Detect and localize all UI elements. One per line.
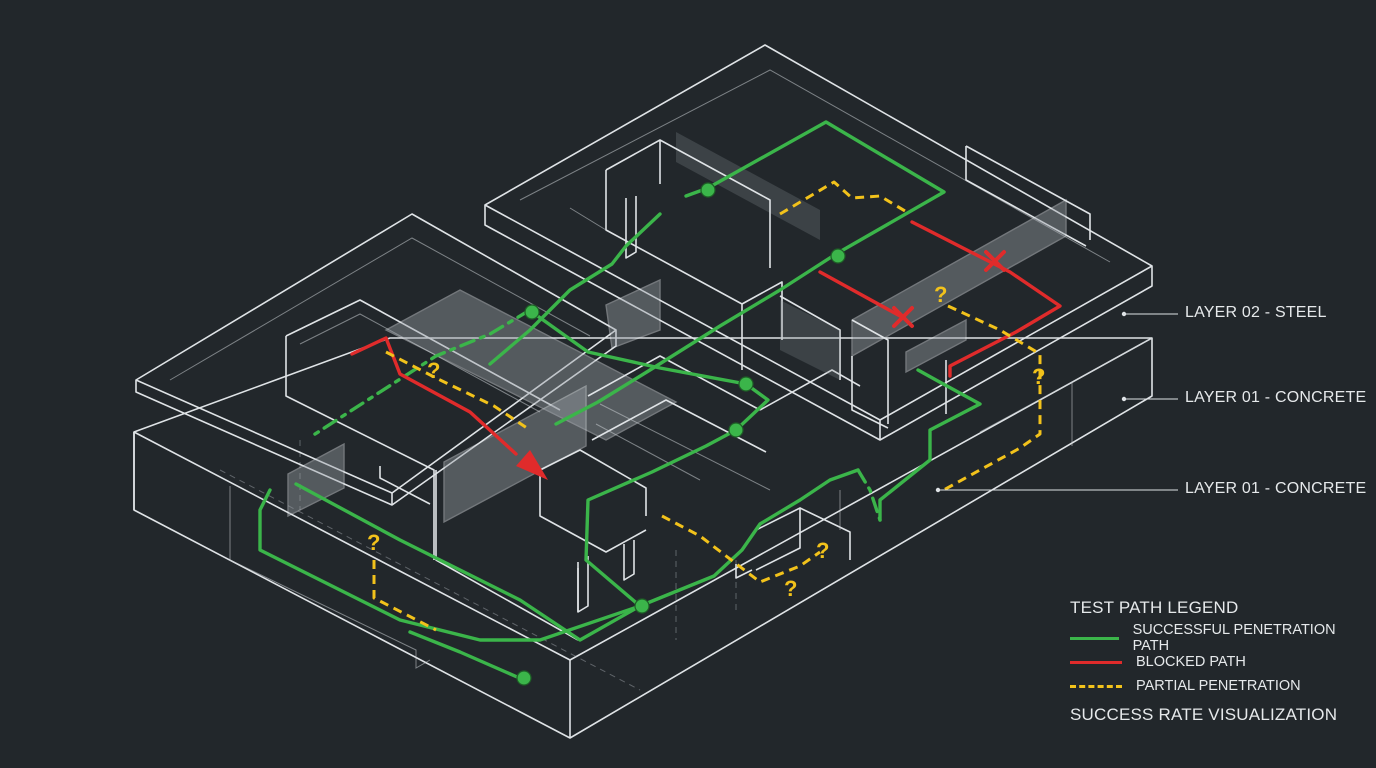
partial-path-right (939, 304, 1042, 494)
rooms (285, 132, 1073, 641)
question-mark-icon: ? (784, 576, 797, 601)
path-node (634, 598, 650, 614)
legend-footer: SUCCESS RATE VISUALIZATION (1070, 705, 1338, 724)
success-path-right-dash (856, 468, 882, 522)
layer-label-concrete-upper: LAYER 01 - CONCRETE (1185, 389, 1367, 406)
path-nodes (516, 182, 846, 686)
partial-path-top (779, 180, 911, 216)
success-path-left-dash (310, 308, 532, 438)
legend-item-blocked: BLOCKED PATH (1070, 650, 1360, 674)
question-mark-icon: ? (934, 282, 947, 307)
blocked-x-icon (892, 306, 914, 328)
upper-left-slab (135, 213, 617, 506)
partial-paths (372, 180, 1042, 632)
legend-item-label: PARTIAL PENETRATION (1136, 678, 1301, 694)
path-node (516, 670, 532, 686)
layer-label-concrete-lower: LAYER 01 - CONCRETE (1185, 480, 1367, 497)
success-path-drop (408, 630, 526, 682)
blocked-line-swatch (1070, 660, 1122, 664)
blocked-paths (350, 220, 1062, 480)
partial-path-lower (661, 514, 821, 584)
blocked-path-left (350, 336, 518, 456)
question-mark-icon: ? (367, 530, 380, 555)
question-mark-icon: ? (427, 358, 440, 383)
success-path-loop (530, 310, 770, 432)
blocked-markers (892, 250, 1006, 328)
question-mark-icon: ? (1032, 364, 1045, 389)
partial-line-swatch (1070, 684, 1122, 688)
layer-leaders (935, 311, 1178, 493)
layer-label-steel: LAYER 02 - STEEL (1185, 304, 1327, 321)
success-path-bottom (294, 482, 642, 642)
success-path-upper (554, 120, 946, 426)
legend-item-success: SUCCESSFUL PENETRATION PATH (1070, 622, 1360, 654)
legend-title: TEST PATH LEGEND (1070, 598, 1239, 617)
middle-slab (484, 44, 1153, 441)
path-node (524, 304, 540, 320)
path-node (830, 248, 846, 264)
partial-path-left (385, 350, 531, 432)
blocked-x-icon (984, 250, 1006, 272)
legend-item-partial: PARTIAL PENETRATION (1070, 674, 1360, 698)
question-mark-icon: ? (816, 538, 829, 563)
lower-slab (133, 337, 1153, 739)
path-node (738, 376, 754, 392)
blocked-path-upper (818, 270, 902, 318)
partial-path-left-lower (372, 560, 437, 632)
success-path-exit (584, 428, 738, 608)
success-line-swatch (1070, 636, 1119, 640)
success-path-mid (488, 212, 662, 366)
legend: TEST PATH LEGEND SUCCESSFUL PENETRATION … (1070, 598, 1360, 725)
legend-item-label: SUCCESSFUL PENETRATION PATH (1132, 622, 1336, 654)
partial-markers: ? ? ? ? ? ? (367, 282, 1045, 601)
success-path-lower (258, 468, 860, 642)
success-path-right (878, 368, 982, 522)
legend-item-label: BLOCKED PATH (1136, 654, 1246, 670)
path-node (728, 422, 744, 438)
path-node (700, 182, 716, 198)
blocked-arrow-head (516, 450, 548, 480)
